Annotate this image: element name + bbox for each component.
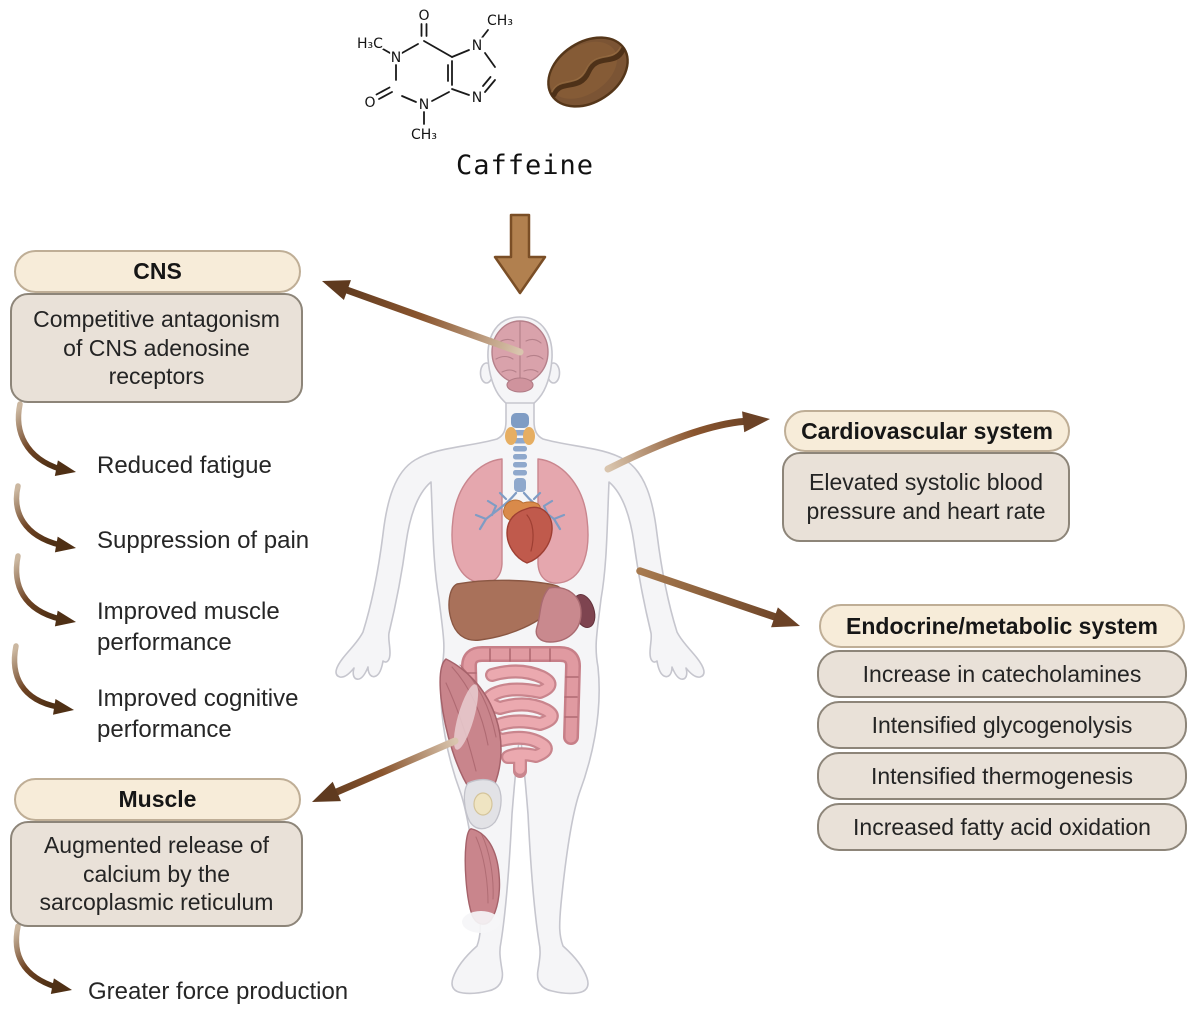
endocrine-header-box: Endocrine/metabolic system — [819, 604, 1185, 648]
large-intestine-organ — [461, 646, 581, 753]
cns-header-label: CNS — [133, 258, 182, 284]
arrow-effect-1 — [15, 401, 76, 477]
atom-CH3-bottom: CH₃ — [411, 127, 437, 143]
atom-N7: N — [472, 38, 482, 54]
arrow-effect-3 — [13, 553, 76, 627]
thyroid-organ — [505, 427, 517, 445]
atom-N9: N — [472, 90, 482, 106]
cardiovascular-body-text: Elevated systolic blood pressure and hea… — [806, 469, 1046, 524]
arrow-effect-2 — [13, 483, 76, 553]
caffeine-title: Caffeine — [455, 150, 595, 181]
cns-header-box: CNS — [14, 250, 301, 293]
endocrine-item-2: Intensified glycogenolysis — [817, 701, 1187, 749]
small-intestine-organ — [481, 664, 559, 778]
heart-organ — [503, 499, 553, 564]
cardiovascular-header-label: Cardiovascular system — [801, 417, 1053, 444]
effect-suppression-of-pain: Suppression of pain — [97, 527, 310, 554]
stomach-organ — [535, 586, 582, 643]
effect-greater-force-production: Greater force production — [88, 978, 349, 1005]
cns-body-text: Competitive antagonism of CNS adenosine … — [33, 305, 280, 390]
endocrine-item-1: Increase in catecholamines — [817, 650, 1187, 698]
muscle-header-label: Muscle — [118, 786, 197, 812]
atom-O6: O — [418, 8, 429, 24]
leg-muscles — [439, 658, 502, 933]
arrow-effect-5 — [13, 923, 72, 995]
trachea-organ — [505, 413, 535, 492]
caffeine-molecule-structure: O H₃C N O N CH₃ N CH₃ N — [355, 6, 515, 145]
atom-N1: N — [391, 50, 401, 66]
endocrine-item-3: Intensified thermogenesis — [817, 752, 1187, 800]
cardiovascular-body-box: Elevated systolic blood pressure and hea… — [782, 452, 1070, 542]
muscle-header-box: Muscle — [14, 778, 301, 821]
muscle-body-box: Augmented release of calcium by the sarc… — [10, 821, 303, 927]
cns-body-box: Competitive antagonism of CNS adenosine … — [10, 293, 303, 403]
endocrine-header-label: Endocrine/metabolic system — [846, 612, 1158, 639]
endocrine-item-3-text: Intensified thermogenesis — [870, 762, 1134, 789]
liver-organ — [448, 579, 564, 641]
arrow-effect-4 — [11, 643, 74, 715]
caffeine-to-body-arrow-icon — [493, 213, 547, 295]
atom-O2: O — [364, 95, 375, 111]
endocrine-item-1-text: Increase in catecholamines — [862, 660, 1142, 687]
endocrine-item-4-text: Increased fatty acid oxidation — [853, 813, 1151, 840]
atom-H3C: H₃C — [357, 36, 383, 52]
effect-improved-muscle-performance: Improved muscle performance — [97, 598, 280, 656]
atom-N3: N — [419, 97, 429, 113]
cardiovascular-header-box: Cardiovascular system — [784, 410, 1070, 452]
lungs-organ — [451, 458, 589, 584]
effect-improved-cognitive-performance: Improved cognitive performance — [97, 685, 299, 743]
muscle-body-text: Augmented release of calcium by the sarc… — [39, 831, 274, 916]
endocrine-item-4: Increased fatty acid oxidation — [817, 803, 1187, 851]
endocrine-item-2-text: Intensified glycogenolysis — [871, 711, 1133, 738]
human-body-illustration — [335, 316, 705, 995]
effect-reduced-fatigue: Reduced fatigue — [97, 452, 272, 479]
coffee-bean-icon — [547, 36, 629, 108]
atom-CH3-top: CH₃ — [487, 13, 513, 29]
